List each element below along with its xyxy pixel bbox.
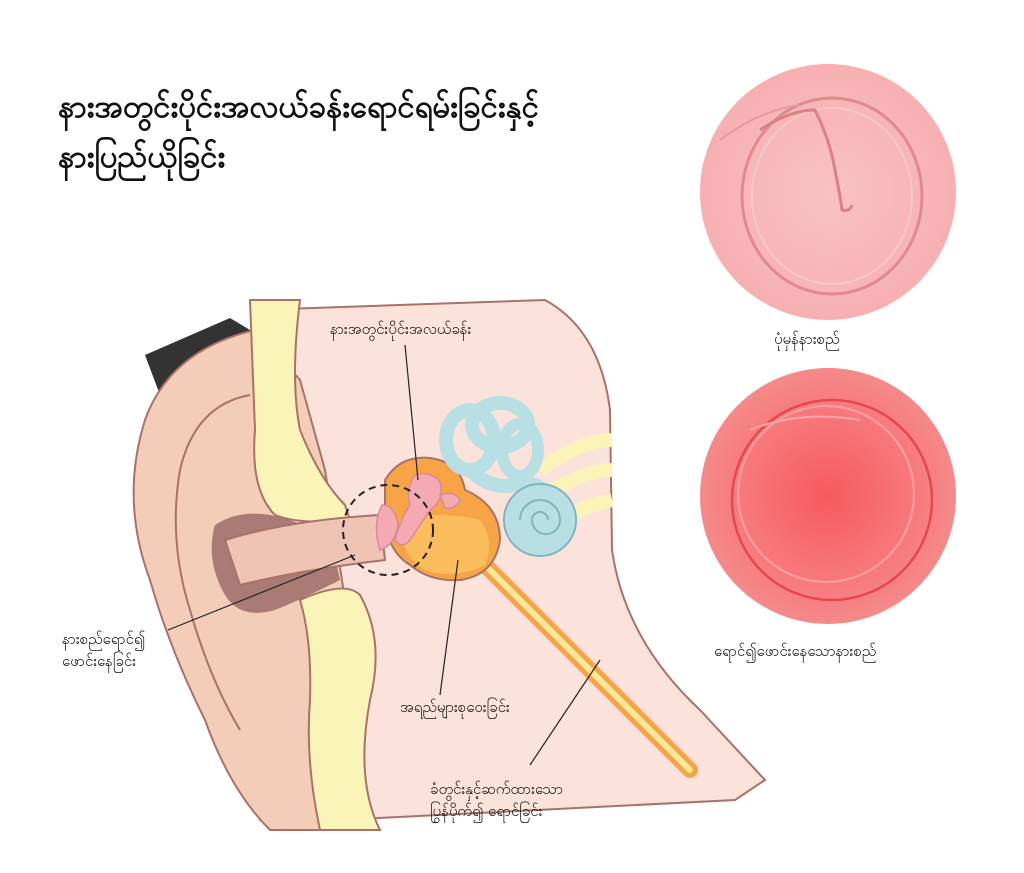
label-eustachian-tube: ခံတွင်းနှင့်ဆက်ထားသော ပြွန်ပိုက်၍ ရောင်ခ…: [430, 778, 563, 822]
label-fluid-buildup: အရည်များစုဝေးခြင်း: [400, 696, 510, 718]
middle-ear-fluid: [400, 515, 489, 574]
eardrum: [375, 504, 399, 551]
title-line-2: နားပြည်ယိုခြင်း: [58, 139, 226, 175]
label-fluid-buildup-text: အရည်များစုဝေးခြင်း: [400, 698, 510, 716]
eustachian-tube-core: [477, 557, 693, 773]
label-eardrum-inflamed: နားစည်ရောင်၍ ဖောင်းနေခြင်း: [62, 628, 145, 672]
skull-bone-upper: [248, 299, 352, 523]
label-eustachian-line1: ခံတွင်းနှင့်ဆက်ထားသော: [430, 780, 564, 798]
normal-eardrum-view: [700, 64, 956, 320]
inflamed-eardrum-view: [700, 368, 956, 624]
leader-lines: [167, 344, 601, 766]
label-middle-ear: နားအတွင်းပိုင်းအလယ်ခန်း: [330, 318, 471, 340]
label-inflamed-eardrum-text: ရောင်၍ဖောင်းနေသောနားစည်: [714, 642, 877, 660]
label-middle-ear-text: နားအတွင်းပိုင်းအလယ်ခန်း: [330, 320, 472, 338]
eardrum-highlight-circle: [342, 484, 434, 576]
ossicles: [394, 472, 461, 546]
page-title: နားအတွင်းပိုင်းအလယ်ခန်းရောင်ရမ်းခြင်းနှင…: [58, 82, 698, 182]
label-inflamed-eardrum: ရောင်၍ဖောင်းနေသောနားစည်: [714, 640, 876, 662]
skull-bone-lower: [298, 587, 382, 831]
inner-ear: [439, 396, 577, 557]
label-normal-eardrum: ပုံမှန်နားစည်: [774, 328, 840, 350]
label-eustachian-line2: ပြွန်ပိုက်၍ ရောင်ခြင်း: [430, 802, 543, 820]
label-eardrum-inflamed-line1: နားစည်ရောင်၍: [62, 630, 146, 648]
ear-canal: [223, 513, 387, 587]
label-normal-eardrum-text: ပုံမှန်နားစည်: [774, 330, 840, 348]
ear-helix-fold: [174, 394, 251, 731]
head-tissue: [253, 298, 767, 821]
title-line-1: နားအတွင်းပိုင်းအလယ်ခန်းရောင်ရမ်းခြင်းနှင…: [58, 89, 539, 125]
label-eardrum-inflamed-line2: ဖောင်းနေခြင်း: [62, 652, 137, 670]
